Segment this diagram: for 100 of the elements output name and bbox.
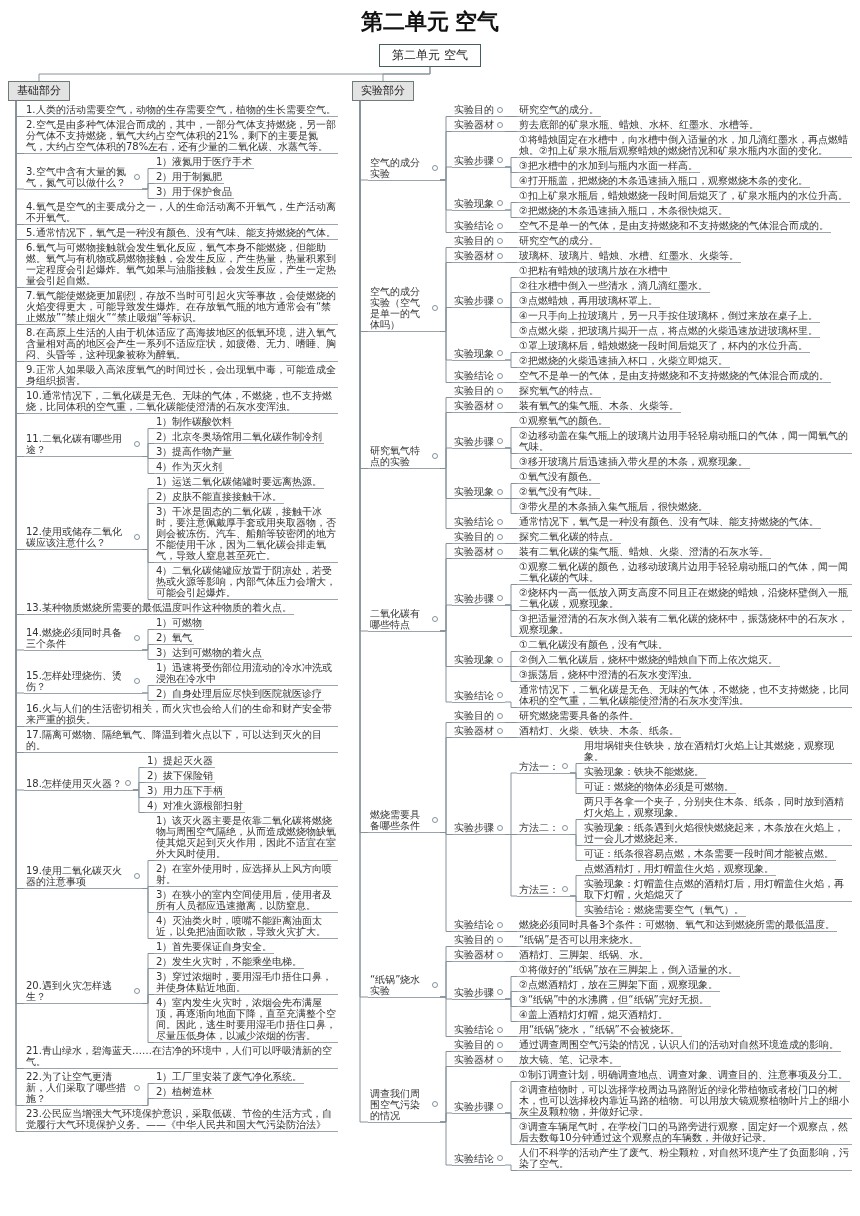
topic-text: ①氧气没有颜色。 (517, 471, 600, 484)
topic-text: 空气的成分实验（空气是单一的气体吗） (370, 286, 421, 330)
topic-text: 可证：燃烧的物体必须是可燃物。 (582, 781, 736, 794)
topic-text: 17.隔离可燃物、隔绝氧气、降温到着火点以下，可以达到灭火的目的。 (24, 729, 338, 753)
topic-text: ④打开瓶盖，把燃烧的木条迅速插入瓶口，观察燃烧木条的变化。 (517, 175, 810, 188)
topic-text: 用坩埚钳夹住铁块，放在酒精灯火焰上让其燃烧，观察现象。 (582, 740, 852, 764)
topic-text: 二氧化碳有哪些特点 (370, 607, 421, 630)
topic-text: 通常情况下，氧气是一种没有颜色、没有气味、能支持燃烧的气体。 (517, 516, 821, 529)
topic-text: 实验现象 (454, 347, 494, 359)
topic-node (452, 220, 505, 233)
topic-text: 通常情况下，二氧化碳是无色、无味的气体，不燃烧，也不支持燃烧，比同体积的空气重，二氧化碳能使澄清的石灰水变浑浊。 (517, 684, 852, 708)
connector-line (504, 528, 518, 529)
topic-text: ②点燃酒精灯，放在三脚架下面，观察现象。 (517, 979, 720, 992)
topic-node (452, 1054, 505, 1067)
connector-line (141, 488, 155, 600)
topic-text: 实验器材 (454, 119, 494, 130)
topic-text: ③把水槽中的水加到与瓶内水面一样高。 (517, 160, 700, 173)
topic-text: 酒精灯、三脚架、纸锅、水。 (517, 949, 651, 962)
topic-text: 实验步骤 (454, 435, 494, 447)
topic-text: 剪去底部的矿泉水瓶、蜡烛、水杯、红墨水、水槽等。 (517, 119, 761, 132)
topic-text: 1）制作碳酸饮料 (154, 416, 235, 429)
connector-line (132, 767, 146, 813)
topic-text: 20.遇到火灾怎样逃生？ (26, 980, 113, 1002)
topic-text: 实验现象：纸条遇到火焰很快燃烧起来，木条放在火焰上，过一会儿才燃烧起来。 (582, 822, 852, 846)
connector-line (504, 202, 518, 218)
topic-text: 实验步骤 (454, 986, 494, 998)
topic-node (452, 1024, 505, 1037)
connector-line (504, 946, 518, 947)
topic-text: 21.青山绿水，碧海蓝天……在洁净的环境中，人们可以呼吸清新的空气。 (24, 1045, 338, 1069)
topic-text: 实验步骤 (454, 592, 494, 604)
topic-text: 2）发生火灾时，不能乘坐电梯。 (154, 956, 305, 969)
topic-text: 实验现象 (454, 197, 494, 209)
connector-line (141, 629, 155, 660)
topic-text: 实验器材 (454, 949, 494, 960)
connector-line (141, 168, 155, 199)
topic-node (452, 400, 505, 413)
topic-text: ①将蜡烛固定在水槽中，向水槽中倒入适量的水，加几滴红墨水，再点燃蜡烛。②扣上矿泉水瓶后观察蜡烛的燃烧情况和矿泉水瓶内水面的变化。 (517, 134, 852, 158)
connector-line (504, 277, 518, 338)
topic-node (368, 1087, 440, 1123)
topic-text: 3）在狭小的室内空间使用后，使用者及所有人员都应迅速撤离，以防窒息。 (154, 889, 338, 913)
topic-text: 实验现象：铁块不能燃烧。 (582, 766, 706, 779)
connector-line (141, 860, 155, 939)
topic-text: 实验结论 (454, 516, 494, 527)
topic-node (24, 1071, 142, 1106)
topic-text: 实验结论 (454, 220, 494, 231)
topic-text: 人们不科学的活动产生了废气、粉尘颗粒，对自然环境产生了负面影响，污染了空气。 (517, 1147, 852, 1171)
connector-line (504, 262, 518, 263)
topic-text: 19.使用二氧化碳灭火器的注意事项 (26, 865, 123, 887)
topic-text: ②把燃烧的火柴迅速插入杯口，火柴立即熄灭。 (517, 355, 730, 368)
topic-text: ①扣上矿泉水瓶后，蜡烛燃烧一段时间后熄灭了，矿泉水瓶内的水位升高。 (517, 190, 850, 203)
topic-text: 实验目的 (454, 710, 494, 721)
topic-text: ②边移动盖在集气瓶上的玻璃片边用手轻轻扇动瓶口的气体，闻一闻氧气的气味。 (517, 430, 852, 454)
topic-text: 3）用力压下手柄 (144, 785, 226, 798)
topic-text: “纸锅”烧水实验 (370, 973, 422, 996)
connector-line (504, 651, 518, 682)
topic-node (452, 592, 505, 606)
topic-text: 空气不是单一的气体，是由支持燃烧和不支持燃烧的气体混合而成的。 (517, 370, 831, 383)
topic-text: ②氧气没有气味。 (517, 486, 600, 499)
topic-text: 装有二氧化碳的集气瓶、蜡烛、火柴、澄清的石灰水等。 (517, 546, 771, 559)
topic-text: ③振荡后，烧杯中澄清的石灰水变浑浊。 (517, 669, 700, 682)
connector-line (504, 483, 518, 514)
topic-text: 1）首先要保证自身安全。 (154, 941, 275, 954)
topic-text: 点燃酒精灯，用灯帽盖住火焰，观察现象。 (582, 863, 776, 876)
topic-text: ②烧杯内一高一低放入两支高度不同且正在燃烧的蜡烛，沿烧杯壁倒入一瓶二氧化碳，观察现象。 (517, 587, 852, 611)
topic-node (517, 760, 570, 774)
topic-text: 实验目的 (454, 235, 494, 246)
topic-text: 玻璃杯、玻璃片、蜡烛、水槽、红墨水、火柴等。 (517, 250, 741, 263)
topic-node (24, 669, 142, 694)
branch-topic: 实验部分 (352, 81, 414, 101)
topic-text: 4）作为灭火剂 (154, 461, 225, 474)
topic-node (517, 883, 570, 897)
topic-node (24, 526, 142, 550)
connector-line (141, 1083, 155, 1106)
connector-line (439, 722, 453, 932)
topic-text: 调查我们周围空气污染的情况 (370, 1087, 421, 1121)
topic-text: 1.人类的活动需要空气，动物的生存需要空气，植物的生长需要空气。 (24, 104, 338, 117)
topic-text: 1）运送二氧化碳储罐时要远离热源。 (154, 476, 325, 489)
topic-text: 实验现象：灯帽盖住点燃的酒精灯后，用灯帽盖住火焰，再取下灯帽，火焰熄灭了 (582, 878, 852, 902)
connector-line (439, 247, 453, 383)
topic-text: 10.通常情况下，二氧化碳是无色、无味的气体，不燃烧，也不支持燃烧，比同体积的空气重，二氧化碳能使澄清的石灰水变浑浊。 (24, 390, 338, 414)
connector-line (504, 412, 518, 413)
topic-node (452, 689, 505, 703)
topic-text: 实验步骤 (454, 822, 494, 833)
topic-node (452, 119, 505, 132)
connector-line (504, 247, 518, 248)
topic-text: 2）氧气 (154, 632, 195, 645)
topic-text: 2）用于制氮肥 (154, 171, 225, 184)
topic-text: ①二氧化碳没有颜色，没有气味。 (517, 639, 670, 652)
topic-node (452, 1100, 505, 1114)
connector-line (504, 1036, 518, 1037)
branch-topic: 基础部分 (8, 81, 70, 101)
topic-text: 实验目的 (454, 385, 494, 396)
topic-node (368, 156, 440, 181)
topic-text: 16.火与人们的生活密切相关，而火灾也会给人们的生命和财产安全带来严重的损失。 (24, 703, 338, 727)
connector-line (439, 1051, 453, 1166)
topic-text: 用“纸锅”烧水，“纸锅”不会被烧坏。 (517, 1024, 682, 1037)
topic-text: 探究氧气的特点。 (517, 385, 601, 398)
topic-text: 实验目的 (454, 934, 494, 945)
topic-text: 6.氧气与可燃物接触就会发生氧化反应，氧气本身不能燃烧，但能助燃。氧气与有机物或易燃物接触，会发生反应，产生热量，热量积累到一定程度会引起爆炸。氧气如果与油脂接触，会发生反应，产生一定热量会引起自燃。 (24, 242, 338, 288)
connector-line (504, 382, 518, 383)
